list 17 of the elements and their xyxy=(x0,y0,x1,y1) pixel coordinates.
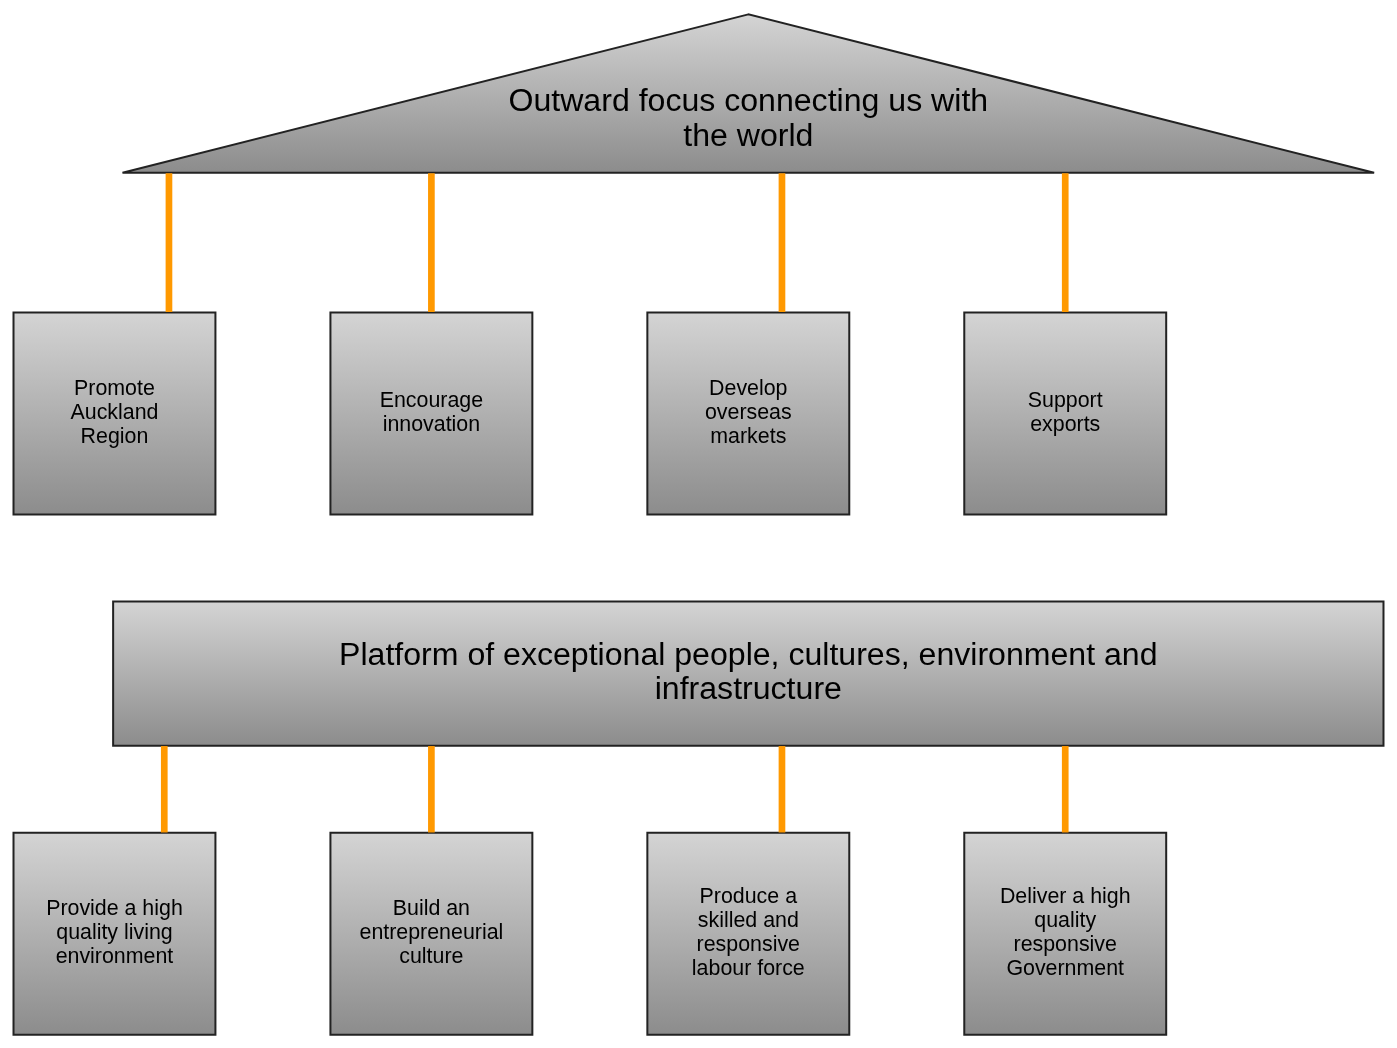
node-box: Develop overseas markets xyxy=(646,311,851,515)
connector xyxy=(428,745,435,832)
connector xyxy=(428,172,435,312)
node-box: Promote Auckland Region xyxy=(12,311,217,515)
connector xyxy=(165,172,173,312)
node-box: Support exports xyxy=(963,311,1168,515)
node-box: Encourage innovation xyxy=(329,311,534,515)
node-box: Produce a skilled and responsive labour force xyxy=(646,831,851,1036)
node-box: Provide a high quality living environment xyxy=(12,831,217,1036)
connector xyxy=(160,745,168,832)
connector xyxy=(778,172,786,312)
connector xyxy=(778,745,786,832)
connector xyxy=(1061,745,1069,832)
node-box: Build an entrepreneurial culture xyxy=(329,831,534,1036)
connector xyxy=(1061,172,1069,312)
node-box: Platform of exceptional people, cultures, environment and infrastructure xyxy=(112,599,1385,747)
node-box: Deliver a high quality responsive Government xyxy=(963,831,1168,1036)
